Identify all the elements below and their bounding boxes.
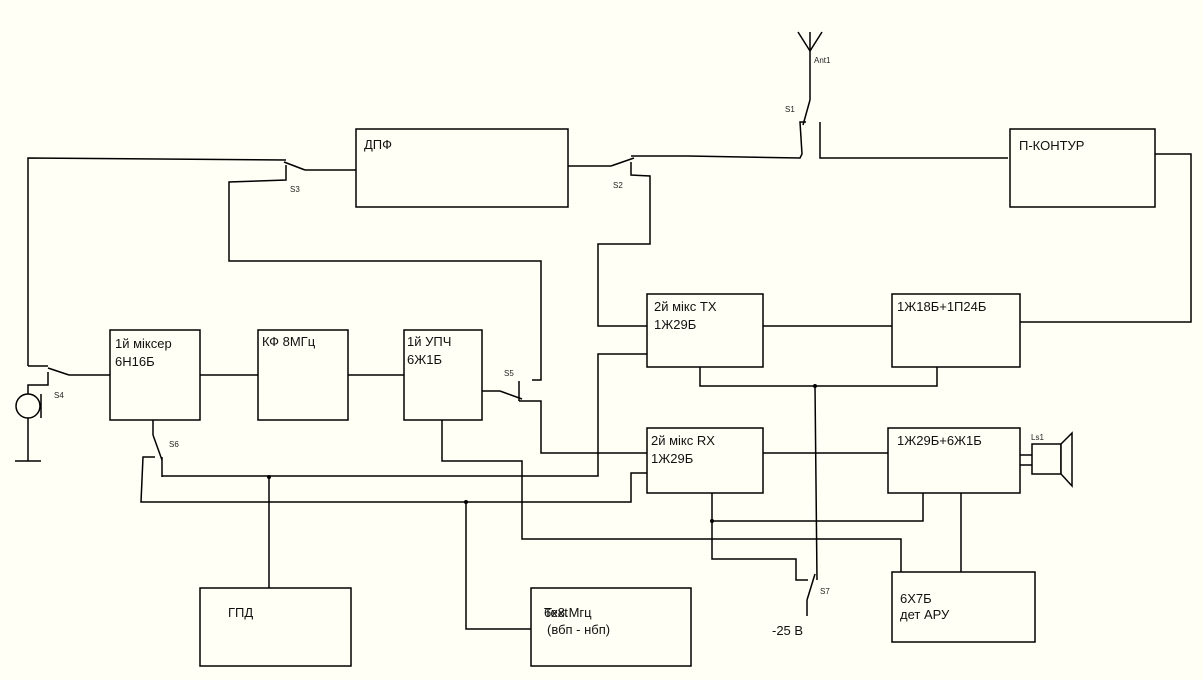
switch-s2-blade [610, 157, 635, 167]
wire-s4-mic [27, 372, 49, 395]
wire-s1-pkontur [819, 122, 1008, 159]
switch-s3-blade [283, 161, 306, 171]
block-label: 2й мікс ТХ [654, 299, 717, 314]
wire-pkontur-pa [1020, 153, 1192, 323]
block-label: 1Ж18Б+1П24Б [897, 299, 986, 314]
switch-label-s1: S1 [785, 105, 795, 114]
wires [15, 31, 1192, 630]
block-label: 2й мікс RX [651, 433, 715, 448]
block-upch: 1й УПЧ 6Ж1Б [403, 329, 483, 421]
block-mixer-tx: 2й мікс ТХ 1Ж29Б [646, 293, 764, 368]
block-agc: 6Х7Б дет АРУ [891, 571, 1036, 643]
switch-s1-blade [802, 99, 811, 126]
wire-rx-bottom [711, 493, 924, 522]
block-label: Text [544, 605, 568, 620]
supply-voltage-label: -25 В [772, 623, 803, 638]
block-gpd: ГПД [199, 587, 352, 667]
switch-label-s5: S5 [504, 369, 514, 378]
block-label: 1Ж29Б [651, 451, 693, 466]
microphone-icon [15, 393, 41, 419]
block-label: 6Х7Б [900, 591, 932, 606]
switch-s7-blade [806, 573, 816, 601]
block-label: ГПД [228, 605, 253, 620]
block-label: КФ 8МГц [262, 334, 316, 349]
wire-upch-down [441, 419, 902, 572]
speaker-icon [1031, 443, 1062, 475]
block-label: 1Ж29Б+6Ж1Б [897, 433, 982, 448]
switch-label-s2: S2 [613, 181, 623, 190]
wire-tx-rx-cross [162, 353, 648, 477]
switch-label-s4: S4 [54, 391, 64, 400]
wire-supply [814, 385, 818, 581]
block-label: 6x8.Мгц [544, 605, 592, 620]
switch-label-s6: S6 [169, 440, 179, 449]
block-mixer-1: 1й міксер 6Н16Б [109, 329, 201, 421]
block-label: ДПФ [364, 137, 392, 152]
antenna-label: Ant1 [814, 56, 831, 65]
wire-s2-s1 [631, 121, 806, 159]
speaker-label: Ls1 [1031, 433, 1044, 442]
block-kf: КФ 8МГц [257, 329, 349, 421]
switch-s4-blade [47, 367, 70, 376]
block-label: 1й міксер [115, 336, 172, 351]
wire-rx-s7 [711, 521, 808, 581]
block-label: 1й УПЧ [407, 334, 451, 349]
wire-s4-s3 [27, 157, 287, 366]
block-label: 1Ж29Б [654, 317, 696, 332]
speaker-cone [1060, 431, 1073, 488]
block-dpf: ДПФ [355, 128, 569, 208]
block-label: 6Ж1Б [407, 352, 442, 367]
block-label: дет АРУ [900, 607, 950, 622]
switch-label-s7: S7 [820, 587, 830, 596]
wire-s6-alt [140, 456, 648, 503]
block-oscillator: Text 6x8.Мгц (вбп - нбп) [530, 587, 692, 667]
block-pa: 1Ж18Б+1П24Б [891, 293, 1021, 368]
block-label: 6Н16Б [115, 354, 155, 369]
block-af: 1Ж29Б+6Ж1Б [887, 427, 1021, 494]
wire-s5-rx [519, 400, 648, 454]
block-label: (вбп - нбп) [547, 622, 610, 637]
block-label: П-КОНТУР [1019, 138, 1084, 153]
wire-mixtx-bottom [699, 367, 938, 387]
block-mixer-rx: 2й мікс RX 1Ж29Б [646, 427, 764, 494]
wire-s3-lower [228, 165, 542, 381]
wire-s2-lower [597, 162, 651, 327]
switch-s6-blade [152, 434, 163, 461]
wire-osc [465, 502, 531, 630]
block-p-kontur: П-КОНТУР [1009, 128, 1156, 208]
switch-label-s3: S3 [290, 185, 300, 194]
